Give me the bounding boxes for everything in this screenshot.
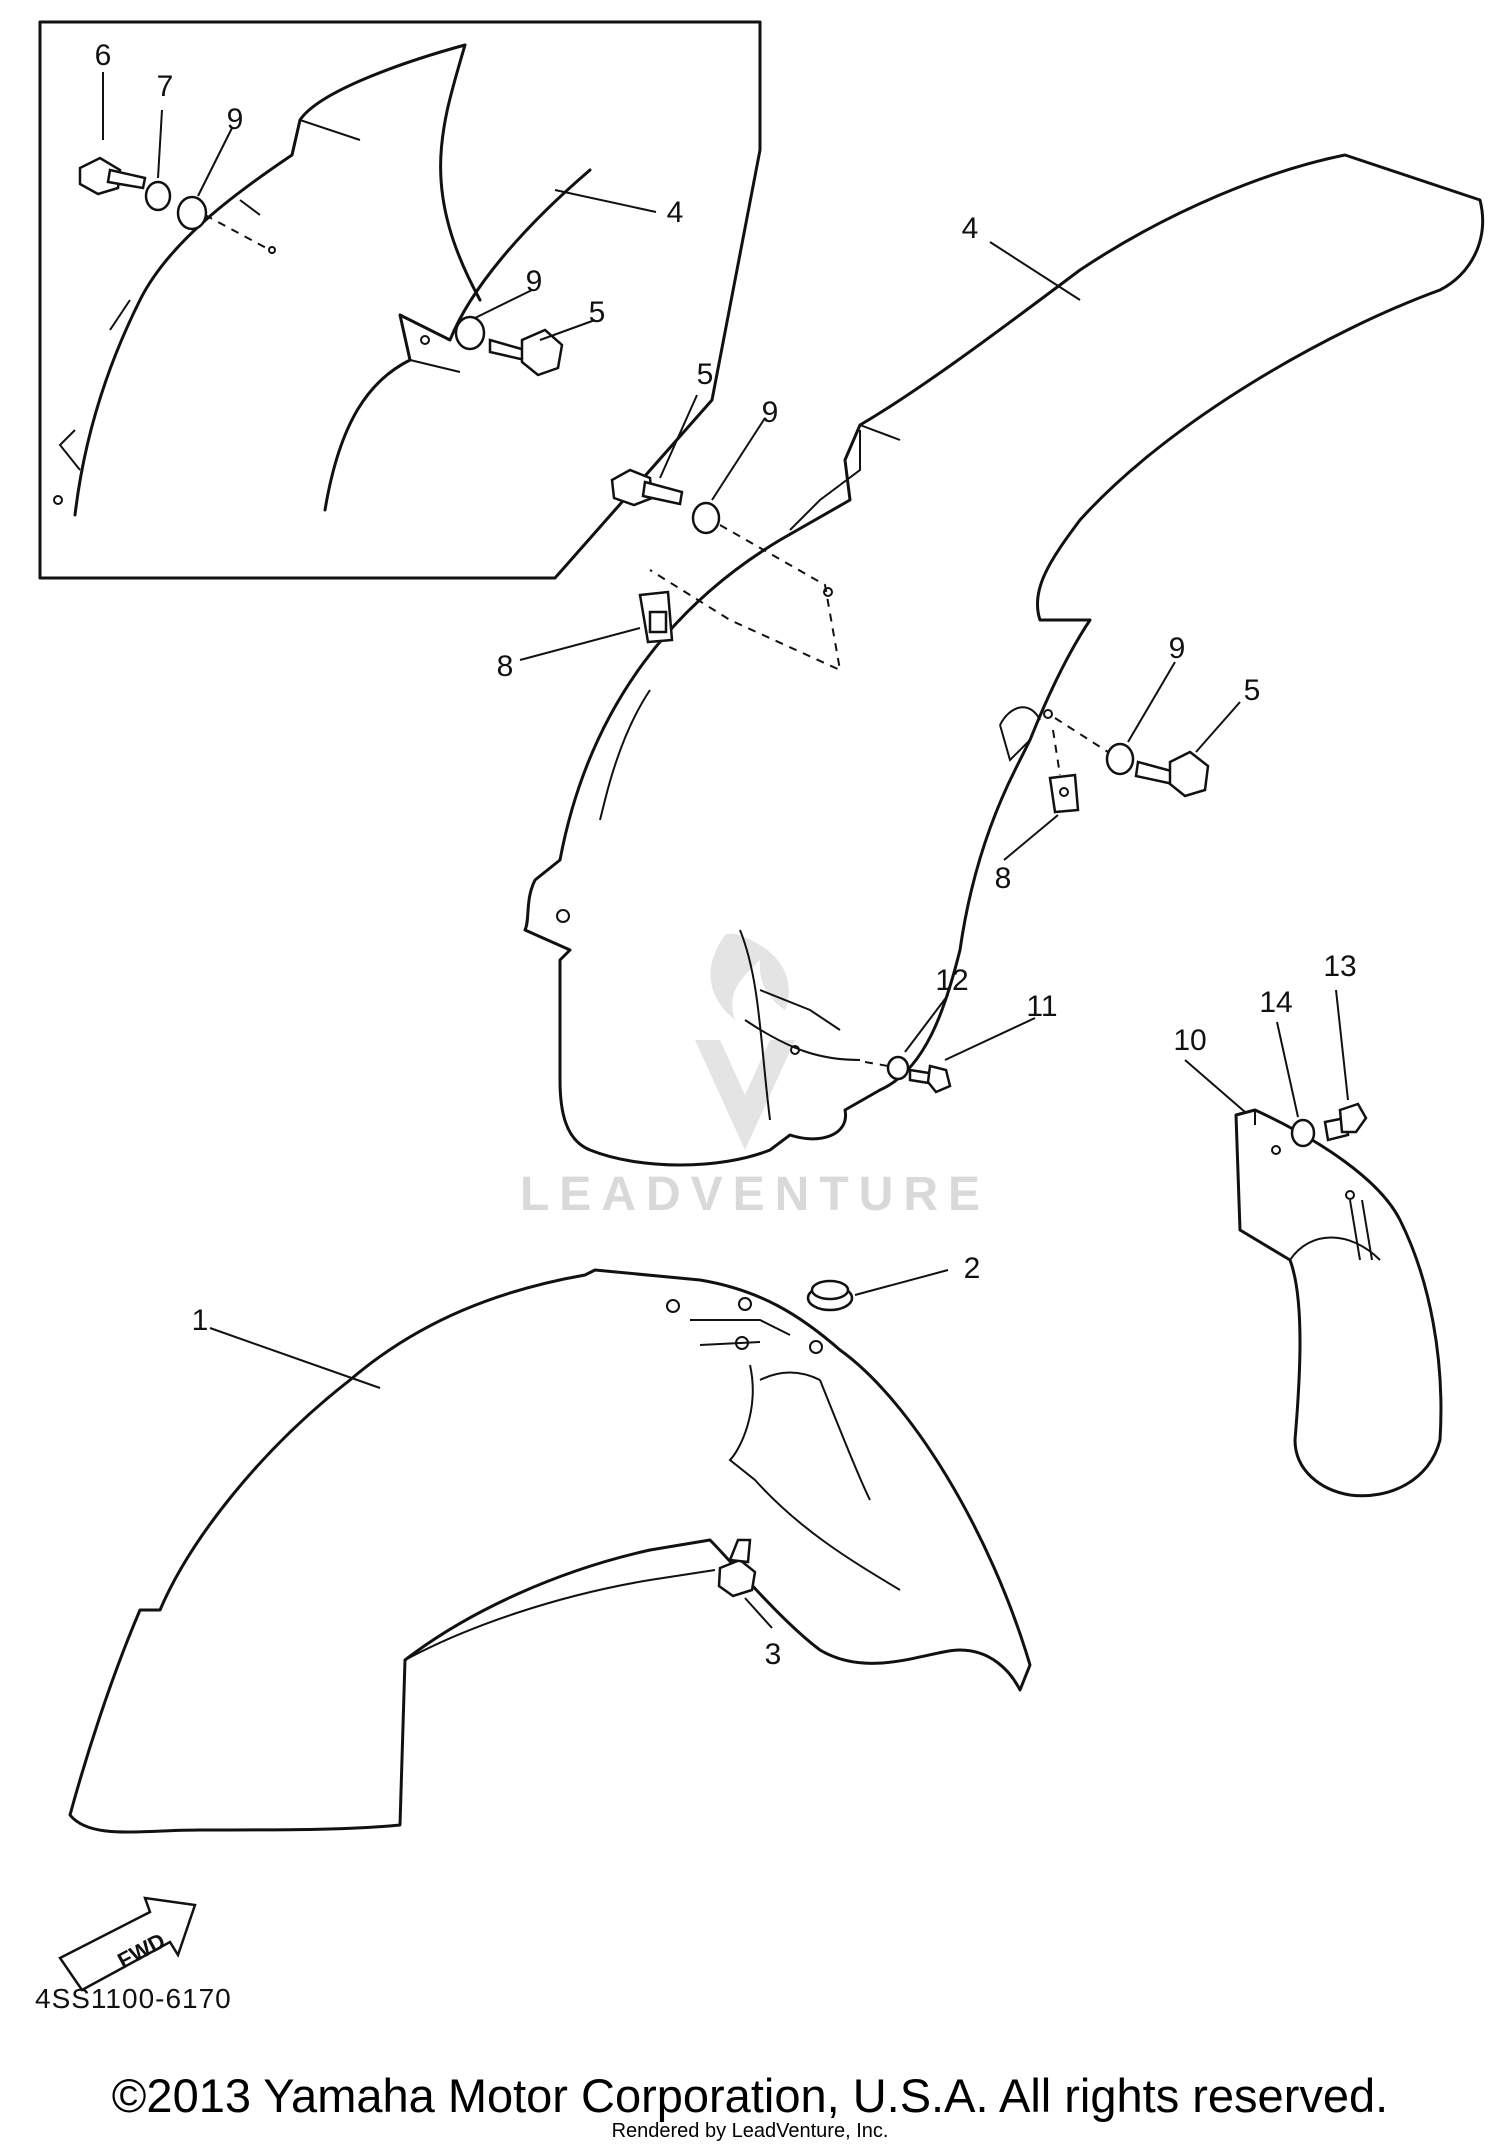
callout-12: 12 [935,964,968,997]
callout-9-inset-right: 9 [526,265,543,298]
clip-nut-8-right [1048,773,1080,814]
leadventure-watermark: LEADVENTURE [520,933,990,1221]
callout-7: 7 [157,70,174,103]
rear-fender-4 [523,153,1485,1167]
callout-9-right: 9 [1169,632,1186,665]
bolt-3 [717,1538,757,1598]
bolt-5-right [1134,750,1210,798]
collar-12 [886,1055,910,1081]
screw-13 [1323,1102,1368,1142]
collar-9-inset-right [454,315,486,351]
mounting-guide-12 [864,1061,889,1067]
mounting-guide-upper [649,524,842,672]
callout-4: 4 [962,212,979,245]
callout-4-inset: 4 [667,196,684,229]
callout-5-inset: 5 [589,296,606,329]
callout-14: 14 [1259,986,1292,1019]
mounting-guide-right [1054,717,1109,753]
callout-13: 13 [1323,950,1356,983]
reference-code: 4SS1100-6170 [35,1983,232,2014]
rendered-by-notice: Rendered by LeadVenture, Inc. [611,2120,889,2142]
callout-8-upper: 8 [497,650,514,683]
callout-1: 1 [192,1304,209,1337]
callouts: 6 7 9 4 9 5 4 5 9 8 9 5 8 12 11 13 14 10… [95,39,1357,1671]
fwd-arrow: FWD [58,1896,197,1992]
bolt-5-upper [610,468,684,507]
callout-6: 6 [95,39,112,72]
mud-flap-10 [1234,1108,1443,1498]
inset-detail [38,20,762,580]
callout-3: 3 [765,1638,782,1671]
callout-10: 10 [1173,1024,1206,1057]
washer-7 [144,180,172,212]
callout-5-upper: 5 [697,358,714,391]
collar-9-upper [691,501,721,535]
front-fender-1 [68,1268,1032,1834]
callout-5-right: 5 [1244,674,1261,707]
callout-8-right: 8 [995,862,1012,895]
callout-11: 11 [1026,990,1057,1023]
clip-guide-right [1052,729,1061,776]
leader-lines [102,72,1349,1629]
collar-9-right [1105,742,1135,776]
callout-9-inset-top: 9 [227,103,244,136]
washer-14 [1290,1118,1316,1148]
callout-9-upper: 9 [762,396,779,429]
clip-nut-8-upper [638,590,674,644]
screw-11 [908,1064,952,1094]
watermark-text: LEADVENTURE [520,1168,990,1221]
bolt-6-inset [78,156,147,196]
copyright-notice: ©2013 Yamaha Motor Corporation, U.S.A. A… [111,2069,1389,2122]
callout-2: 2 [964,1252,981,1285]
bolt-5-inset [488,328,564,377]
collar-9-inset-top [176,195,208,231]
grommet-2 [806,1279,854,1312]
